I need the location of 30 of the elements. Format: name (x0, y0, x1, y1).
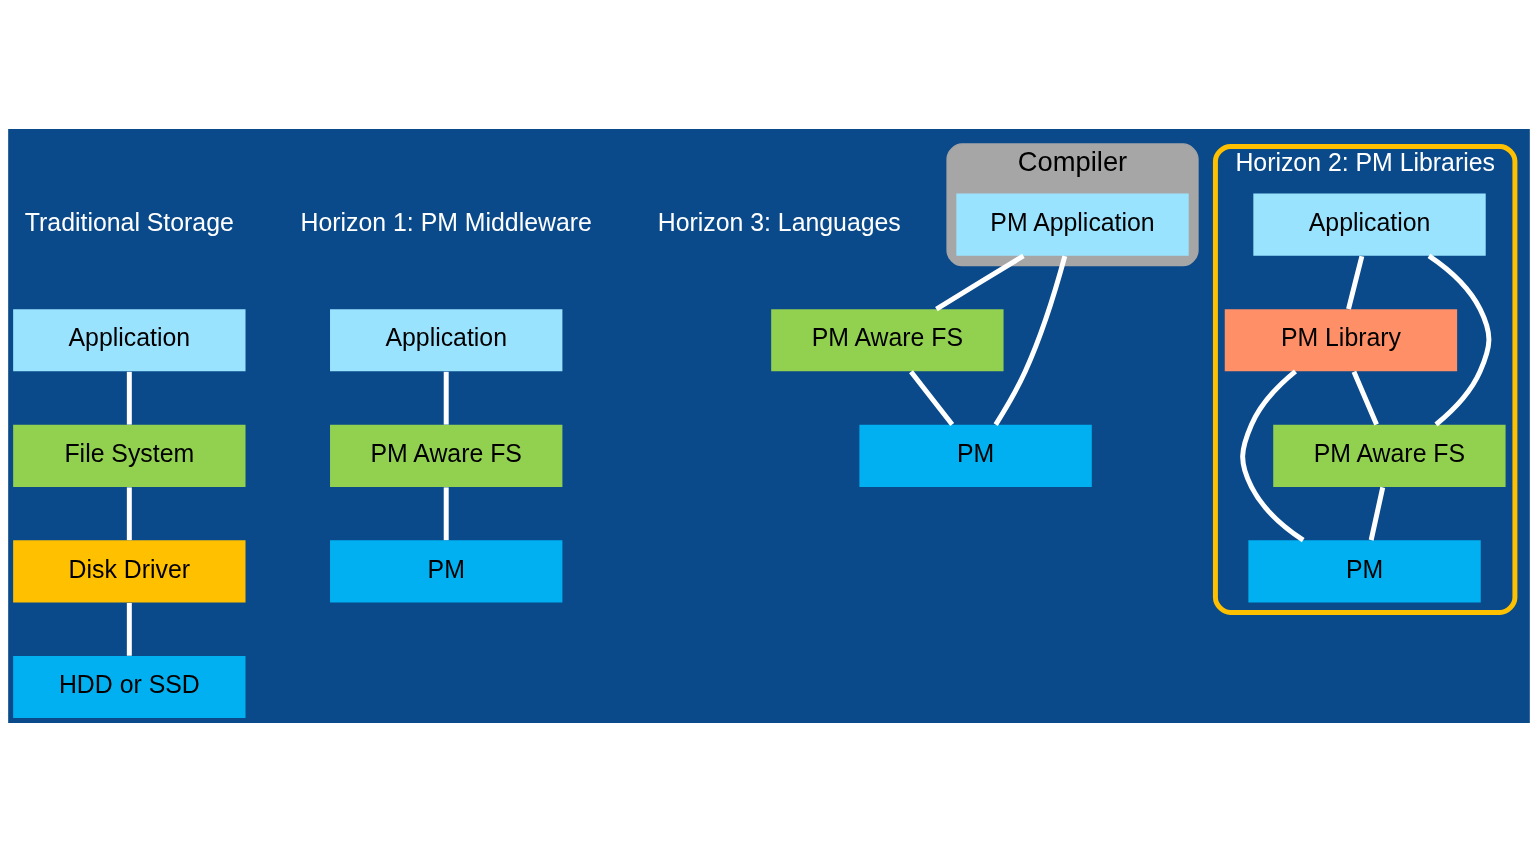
label: Traditional Storage (24, 208, 234, 236)
connector (935, 253, 1025, 311)
node-box: HDD or SSD (13, 655, 246, 718)
node-box: PM Library (1224, 308, 1458, 371)
connector (909, 369, 955, 426)
node-box: Application (13, 308, 246, 371)
node-box: PM Aware FS (771, 308, 1004, 371)
connector (443, 371, 449, 425)
connector (1346, 255, 1365, 310)
connector (1351, 370, 1379, 426)
node-box: PM Application (956, 193, 1189, 256)
label: Horizon 1: PM Middleware (300, 208, 592, 236)
node-box: Disk Driver (13, 539, 246, 602)
node-box: File System (13, 424, 246, 487)
connector (1427, 253, 1492, 426)
connector (443, 486, 449, 540)
node-box: PM Aware FS (1273, 424, 1506, 487)
connector (126, 602, 132, 656)
node-box: PM (1248, 539, 1481, 602)
connector (993, 255, 1068, 426)
node-box: PM Aware FS (330, 424, 563, 487)
connector (1368, 486, 1386, 541)
node-box: Application (330, 308, 563, 371)
connector (1240, 368, 1305, 542)
node-box: PM (859, 424, 1092, 487)
label: Horizon 3: Languages (657, 208, 901, 236)
node-box: PM (330, 539, 563, 602)
connector (126, 371, 132, 425)
node-box: Application (1253, 193, 1486, 256)
connector (126, 486, 132, 540)
